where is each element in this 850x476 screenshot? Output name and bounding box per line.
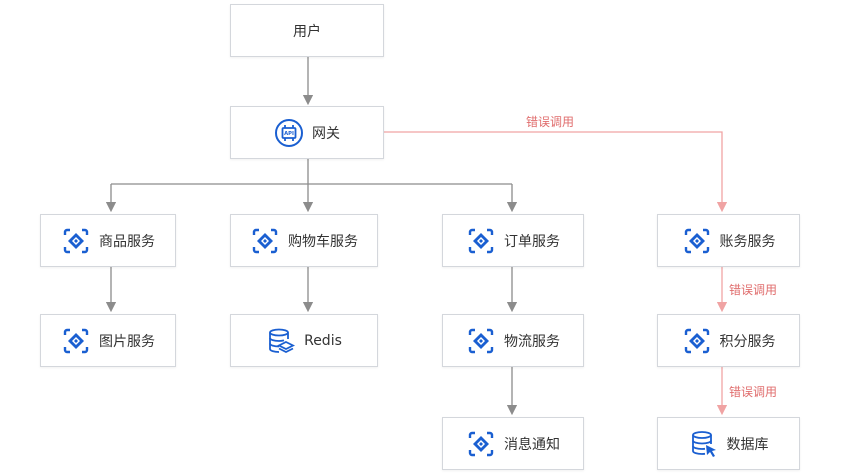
node-account[interactable]: 账务服务 bbox=[657, 214, 800, 267]
service-icon bbox=[682, 226, 712, 256]
node-image-label: 图片服务 bbox=[99, 333, 155, 350]
node-user-label: 用户 bbox=[293, 23, 321, 40]
api-gateway-icon: API bbox=[274, 118, 304, 148]
node-notify-label: 消息通知 bbox=[504, 436, 560, 453]
service-icon bbox=[61, 226, 91, 256]
node-order-label: 订单服务 bbox=[504, 233, 560, 250]
node-database[interactable]: 数据库 bbox=[657, 417, 800, 470]
node-image[interactable]: 图片服务 bbox=[40, 314, 176, 367]
svg-text:API: API bbox=[284, 131, 294, 137]
node-user[interactable]: 用户 bbox=[230, 4, 384, 57]
node-gateway-label: 网关 bbox=[312, 125, 340, 142]
edge-label-points-database: 错误调用 bbox=[729, 385, 778, 399]
node-logistics[interactable]: 物流服务 bbox=[442, 314, 584, 367]
node-notify[interactable]: 消息通知 bbox=[442, 417, 584, 470]
node-points-label: 积分服务 bbox=[719, 333, 776, 350]
node-cart[interactable]: 购物车服务 bbox=[230, 214, 378, 267]
redis-icon bbox=[266, 326, 296, 356]
edge-label-gateway-account: 错误调用 bbox=[526, 115, 575, 129]
node-database-label: 数据库 bbox=[726, 436, 769, 453]
service-icon bbox=[466, 226, 496, 256]
node-logistics-label: 物流服务 bbox=[504, 333, 560, 350]
service-icon bbox=[466, 429, 496, 459]
edge-label-account-points: 错误调用 bbox=[729, 283, 778, 297]
node-account-label: 账务服务 bbox=[719, 233, 776, 250]
node-product-label: 商品服务 bbox=[99, 233, 155, 250]
node-order[interactable]: 订单服务 bbox=[442, 214, 584, 267]
service-icon bbox=[61, 326, 91, 356]
edge-gateway-services bbox=[105, 159, 518, 213]
node-redis[interactable]: Redis bbox=[230, 314, 378, 367]
edge-gateway-account bbox=[383, 131, 728, 213]
node-redis-label: Redis bbox=[304, 332, 342, 349]
service-icon bbox=[250, 226, 280, 256]
service-icon bbox=[466, 326, 496, 356]
node-points[interactable]: 积分服务 bbox=[657, 314, 800, 367]
database-icon bbox=[689, 429, 719, 459]
node-cart-label: 购物车服务 bbox=[288, 233, 358, 250]
service-icon bbox=[682, 326, 712, 356]
node-gateway[interactable]: API 网关 bbox=[230, 106, 384, 159]
node-product[interactable]: 商品服务 bbox=[40, 214, 176, 267]
